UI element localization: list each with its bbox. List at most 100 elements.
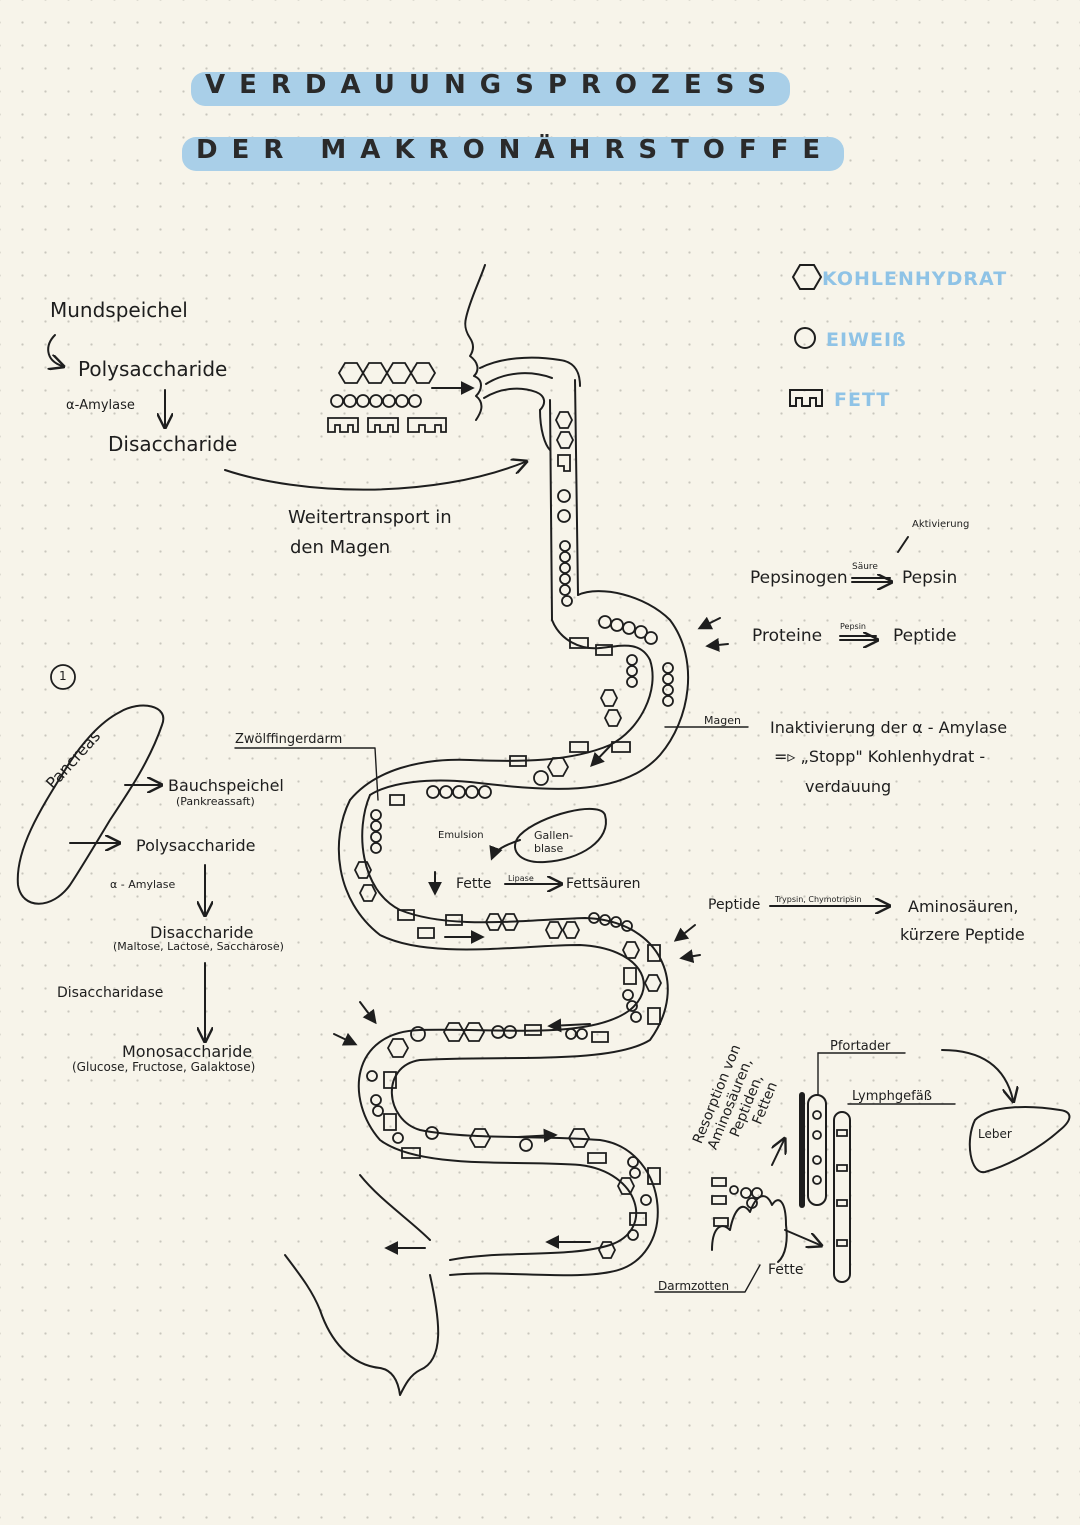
circle-icon bbox=[627, 1156, 639, 1168]
circle-icon bbox=[356, 394, 370, 408]
hexagon-icon bbox=[353, 861, 373, 879]
hexagon-icon bbox=[597, 1241, 617, 1259]
fat-icon bbox=[401, 1147, 421, 1159]
pancreas-alpha-amylase: α - Amylase bbox=[110, 878, 176, 891]
inactivation-line-2: =▹ „Stopp" Kohlenhydrat - bbox=[774, 747, 986, 766]
fat-icon bbox=[647, 1167, 661, 1185]
intestine-in-arrow-4 bbox=[333, 1032, 358, 1046]
circle-icon bbox=[626, 665, 638, 677]
circle-icon bbox=[465, 785, 479, 799]
circle-icon bbox=[478, 785, 492, 799]
stomach-label: Magen bbox=[704, 714, 741, 727]
stomach-outer bbox=[369, 590, 690, 796]
disaccharide-list: (Maltose, Lactose, Saccharose) bbox=[113, 940, 284, 953]
circle-icon bbox=[751, 1187, 763, 1199]
hexagon-icon bbox=[361, 362, 389, 384]
villus-fats-label: Fette bbox=[768, 1262, 804, 1278]
pepsin-label: Pepsin bbox=[902, 568, 958, 588]
duodenum-label: Zwölffingerdarm bbox=[235, 732, 343, 747]
circle-icon bbox=[370, 809, 382, 821]
face-profile bbox=[464, 264, 486, 421]
hexagon-icon bbox=[500, 913, 520, 931]
resorption-arrow bbox=[771, 1140, 784, 1166]
liver-label: Leber bbox=[978, 1127, 1012, 1141]
circle-icon bbox=[370, 842, 382, 854]
mouth-polysaccharide: Polysaccharide bbox=[78, 357, 228, 381]
fat-icon bbox=[383, 1113, 397, 1131]
hexagon-icon bbox=[462, 1022, 486, 1042]
disaccharidase-label: Disaccharidase bbox=[57, 985, 164, 1001]
protein-arrow bbox=[839, 636, 876, 640]
circle-icon bbox=[610, 916, 622, 928]
circle-icon bbox=[559, 540, 571, 552]
circle-icon bbox=[366, 1070, 378, 1082]
circle-icon bbox=[662, 673, 674, 685]
palate bbox=[485, 372, 553, 385]
fat-resorp-arrow bbox=[784, 1229, 820, 1245]
short-peptides-label: kürzere Peptide bbox=[900, 925, 1025, 944]
intestine-inner bbox=[361, 794, 669, 1277]
circle-icon bbox=[662, 662, 674, 674]
fats-label: Fette bbox=[456, 876, 492, 892]
circle-icon bbox=[626, 654, 638, 666]
fat-icon bbox=[569, 741, 589, 753]
transport-arrow bbox=[224, 462, 525, 491]
hexagon-icon bbox=[621, 941, 641, 959]
hexagon-icon bbox=[544, 921, 564, 939]
intestine-in-arrow-3 bbox=[359, 1001, 377, 1025]
circle-icon bbox=[425, 1126, 439, 1140]
pancreas-disaccharide: Disaccharide bbox=[150, 923, 254, 942]
hexagon-icon bbox=[386, 1038, 410, 1058]
throat bbox=[539, 409, 551, 451]
hexagon-icon bbox=[599, 689, 619, 707]
circle-icon bbox=[561, 595, 573, 607]
fat-icon bbox=[836, 1129, 848, 1137]
fat-icon bbox=[587, 1152, 607, 1164]
monosaccharide-list: (Glucose, Fructose, Galaktose) bbox=[72, 1060, 256, 1074]
fat-icon bbox=[327, 417, 359, 433]
circle-icon bbox=[644, 631, 658, 645]
villi-label: Darmzotten bbox=[658, 1279, 730, 1293]
circle-icon bbox=[392, 1132, 404, 1144]
villi-pointer bbox=[654, 1264, 761, 1293]
esophagus-right bbox=[574, 379, 579, 596]
fat-icon bbox=[623, 967, 637, 985]
fat-icon bbox=[389, 794, 405, 806]
inactivation-line-1: Inaktivierung der α - Amylase bbox=[770, 718, 1008, 737]
peptides-label: Peptide bbox=[893, 626, 957, 646]
emulsion-arrow bbox=[489, 839, 521, 861]
circle-icon bbox=[588, 912, 600, 924]
lymph-vessel-label: Lymphgefäß bbox=[852, 1089, 932, 1104]
circle-icon bbox=[372, 1105, 384, 1117]
fat-icon bbox=[367, 417, 399, 433]
intestinal-villi bbox=[711, 1195, 788, 1263]
circle-icon bbox=[559, 562, 571, 574]
fat-icon bbox=[383, 1071, 397, 1089]
mouth-disaccharide: Disaccharide bbox=[108, 432, 238, 456]
circle-icon bbox=[452, 785, 466, 799]
circle-icon bbox=[519, 1138, 533, 1152]
portal-vein-label: Pfortader bbox=[830, 1039, 891, 1054]
fat-icon bbox=[569, 637, 589, 649]
intestine-outer bbox=[337, 799, 645, 1261]
fat-icon bbox=[836, 1199, 848, 1207]
circle-icon bbox=[557, 509, 571, 523]
large-intestine bbox=[284, 1174, 440, 1396]
hexagon-icon bbox=[643, 974, 663, 992]
circle-icon bbox=[622, 621, 636, 635]
lipase-label: Lipase bbox=[508, 874, 534, 883]
mouth-saliva-heading: Mundspeichel bbox=[50, 298, 188, 322]
circle-icon bbox=[634, 625, 648, 639]
pepsinogen-label: Pepsinogen bbox=[750, 568, 848, 588]
circle-icon bbox=[740, 1187, 752, 1199]
circle-icon bbox=[621, 920, 633, 932]
circle-icon bbox=[576, 1028, 588, 1040]
gallbladder bbox=[514, 807, 607, 864]
circle-icon bbox=[370, 820, 382, 832]
step-number: 1 bbox=[59, 669, 67, 683]
liver-organ bbox=[968, 1106, 1071, 1174]
circle-icon bbox=[439, 785, 453, 799]
circle-icon bbox=[369, 394, 383, 408]
circle-icon bbox=[491, 1025, 505, 1039]
